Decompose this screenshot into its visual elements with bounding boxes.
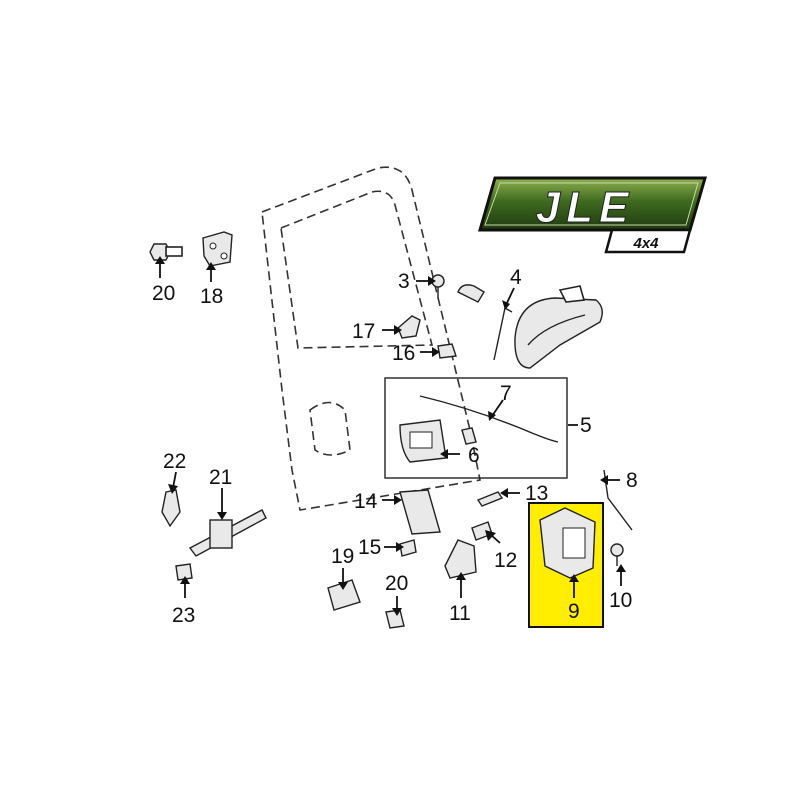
- callout-18: 18: [200, 285, 223, 308]
- clip-icon: [457, 284, 485, 303]
- logo-subtext: 4x4: [632, 235, 659, 252]
- cable-icon: [419, 395, 559, 443]
- inside-handle-icon: [399, 419, 447, 463]
- screw-15-icon: [399, 539, 417, 557]
- door-outline-icon: [261, 166, 481, 511]
- striker-icon: [444, 539, 477, 579]
- callout-23: 23: [172, 604, 195, 627]
- callout-21: 21: [209, 466, 232, 489]
- callout-9: 9: [568, 600, 580, 623]
- callout-14: 14: [354, 490, 378, 513]
- bolt-10-icon: [610, 543, 624, 566]
- callout-17: 17: [352, 320, 375, 343]
- check-arm-icon: [188, 509, 267, 557]
- bumper-icon: [161, 489, 181, 528]
- callout-13: 13: [525, 482, 548, 505]
- clip-16-icon: [437, 343, 457, 359]
- callout-10: 10: [609, 589, 632, 612]
- callout-11: 11: [449, 602, 471, 625]
- callout-12: 12: [494, 549, 517, 572]
- callout-22: 22: [163, 450, 186, 473]
- rod-icon: [493, 307, 513, 361]
- callout-3: 3: [398, 270, 410, 293]
- callout-8: 8: [626, 469, 638, 492]
- latch-icon: [539, 507, 596, 579]
- callout-15: 15: [358, 536, 381, 559]
- cable-assembly-box: [384, 377, 568, 479]
- screw-icon: [431, 274, 445, 298]
- callout-5: 5: [580, 414, 592, 437]
- callout-20-top: 20: [152, 282, 175, 305]
- pin-icon: [476, 491, 504, 507]
- bolt-23-icon: [175, 563, 193, 581]
- callout-16: 16: [392, 342, 415, 365]
- small-clip-icon: [461, 427, 477, 445]
- jle-logo: JLE 4x4: [478, 176, 707, 254]
- bolt-icon: [149, 243, 183, 261]
- outside-handle-icon: [514, 285, 603, 369]
- callout-6: 6: [468, 444, 480, 467]
- bezel-icon: [399, 489, 441, 535]
- callout-19: 19: [331, 545, 354, 568]
- logo-text: JLE: [536, 183, 635, 232]
- callout-20-bottom: 20: [385, 572, 408, 595]
- grommet-icon: [397, 315, 421, 339]
- hinge-icon: [202, 231, 233, 267]
- callout-arrows: [155, 256, 626, 616]
- callout-4: 4: [510, 266, 522, 289]
- callout-7: 7: [500, 382, 512, 405]
